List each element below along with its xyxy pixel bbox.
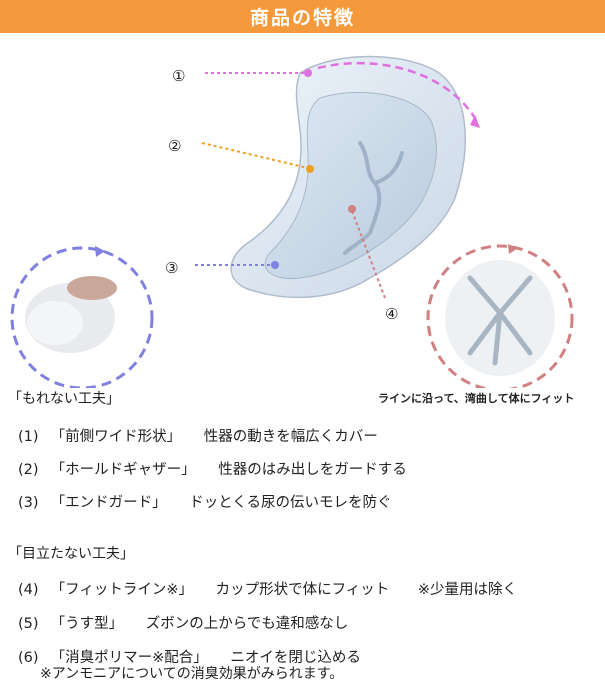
feature-item-1: (1) 「前側ワイド形状」 性器の動きを幅広くカバー	[18, 429, 378, 445]
header-bar: 商品の特徴	[0, 0, 605, 33]
section-title-discreet: 「目立たない工夫」	[8, 546, 134, 562]
svg-text:④: ④	[385, 305, 398, 323]
feature-item-2: (2) 「ホールドギャザー」 性器のはみ出しをガードする	[18, 462, 407, 478]
section-title-leak-prevention: 「もれない工夫」	[8, 391, 120, 407]
feature-item-6: (6) 「消臭ポリマー※配合」 ニオイを閉じ込める	[18, 650, 361, 666]
svg-text:②: ②	[168, 137, 181, 155]
feature-item-4: (4) 「フィットライン※」 カップ形状で体にフィット ※少量用は除く	[18, 582, 518, 598]
fit-caption: ラインに沿って、湾曲して体にフィット	[378, 392, 575, 405]
fit-line-mark	[343, 141, 404, 255]
product-illustration: ① ② ③ ④	[10, 55, 574, 388]
feature-item-5: (5) 「うす型」 ズボンの上からでも違和感なし	[18, 616, 349, 632]
callout-2: ②	[168, 137, 314, 173]
callout-3: ③	[165, 259, 279, 277]
pad-image	[230, 55, 466, 299]
right-detail-circle	[426, 244, 574, 388]
callout-4: ④	[348, 205, 398, 323]
footnote: ※アンモニアについての消臭効果がみられます。	[40, 666, 344, 682]
page-title: 商品の特徴	[249, 7, 355, 29]
feature-item-3: (3) 「エンドガード」 ドッとくる尿の伝いモレを防ぐ	[18, 495, 392, 511]
left-detail-circle	[10, 246, 154, 388]
svg-text:③: ③	[165, 259, 178, 277]
svg-text:①: ①	[172, 67, 185, 85]
callout-1: ①	[172, 61, 480, 128]
